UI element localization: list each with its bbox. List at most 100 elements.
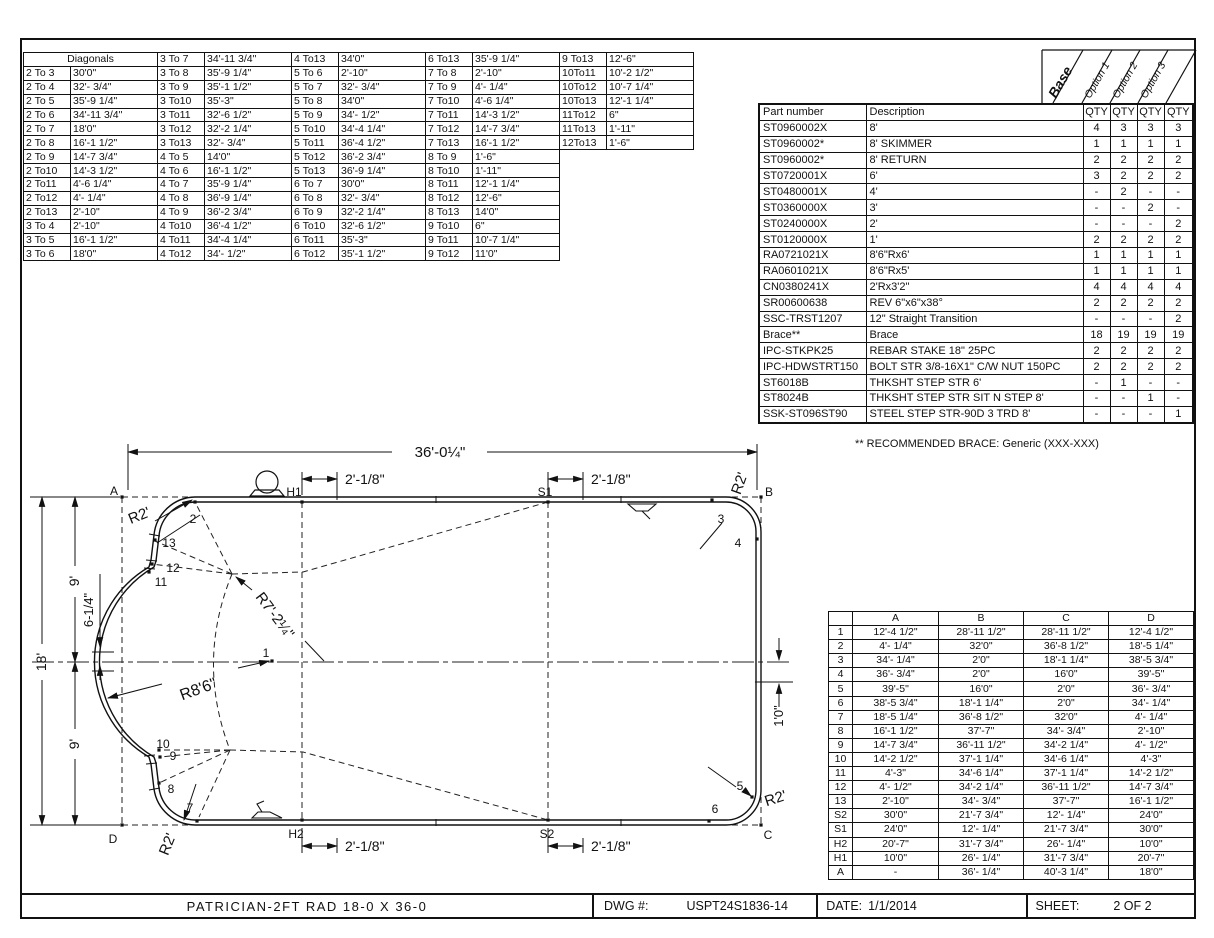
part-qty: - bbox=[1082, 310, 1111, 328]
coords-value: 30'0" bbox=[852, 808, 939, 824]
coords-value: 34'- 1/4" bbox=[1108, 695, 1194, 711]
col-description: Description bbox=[865, 103, 1084, 121]
coords-value: 24'0" bbox=[852, 822, 939, 838]
part-qty: 1 bbox=[1082, 135, 1111, 153]
part-description: 12" Straight Transition bbox=[865, 310, 1084, 328]
point-dot-S2 bbox=[546, 818, 550, 822]
diagonal-value: 16'-1 1/2" bbox=[472, 135, 560, 151]
part-number: ST0120000X bbox=[758, 231, 867, 249]
coords-value: 18'-5 1/4" bbox=[1108, 639, 1194, 655]
coords-value: 16'0" bbox=[1023, 667, 1109, 683]
diagonal-value: 14'-3 1/2" bbox=[70, 163, 158, 179]
part-qty: 1 bbox=[1163, 405, 1194, 424]
diagonal-key: 12To13 bbox=[559, 135, 607, 151]
diagonal-key: 7 To13 bbox=[425, 135, 473, 151]
point-label-10: 10 bbox=[156, 737, 170, 751]
part-number: RA0721021X bbox=[758, 247, 867, 264]
part-qty: 2 bbox=[1082, 294, 1111, 312]
point-label-4: 4 bbox=[735, 536, 742, 550]
point-dot-D bbox=[120, 823, 124, 827]
diagonal-key: 6 To 8 bbox=[291, 190, 339, 206]
coords-value: 18'-1 1/4" bbox=[1023, 653, 1109, 669]
part-qty: 2 bbox=[1109, 183, 1138, 201]
point-label-D: D bbox=[109, 832, 118, 846]
diagonal-key: 8 To11 bbox=[425, 177, 473, 192]
coords-value: 12'- 1/4" bbox=[1023, 808, 1109, 824]
dim-offset-s2: 2'-1/8" bbox=[591, 838, 631, 854]
dim-offset-h1: 2'-1/8" bbox=[345, 471, 385, 487]
coords-point-id: 8 bbox=[828, 723, 853, 739]
diagonal-value: 34'-11 3/4" bbox=[204, 52, 292, 67]
diagonal-key: 5 To 8 bbox=[291, 93, 339, 109]
coords-value: 4'-3" bbox=[1108, 751, 1194, 768]
coords-value: 36'- 3/4" bbox=[852, 667, 939, 683]
part-number: IPC-HDWSTRT150 bbox=[758, 358, 867, 376]
empty-cell bbox=[607, 164, 694, 178]
part-description: 8' SKIMMER bbox=[865, 135, 1084, 153]
empty-cell bbox=[560, 178, 607, 192]
part-qty: - bbox=[1163, 183, 1194, 201]
diagonal-key: 3 To 7 bbox=[157, 52, 205, 67]
diagonal-value: 14'-7 3/4" bbox=[472, 121, 560, 137]
part-qty: - bbox=[1109, 310, 1138, 328]
coords-point-id: 13 bbox=[828, 794, 853, 810]
point-label-3: 3 bbox=[718, 512, 725, 526]
diagonal-value: 35'-9 1/4" bbox=[70, 93, 158, 109]
part-qty: 1 bbox=[1082, 247, 1111, 264]
diagonal-key: 7 To 9 bbox=[425, 79, 473, 95]
diagonal-key: 3 To 9 bbox=[157, 79, 205, 95]
empty-cell bbox=[560, 233, 607, 247]
empty-cell bbox=[607, 247, 694, 261]
part-qty: 1 bbox=[1109, 262, 1138, 280]
part-qty: 2 bbox=[1082, 151, 1111, 169]
dim-offset-s1: 2'-1/8" bbox=[591, 471, 631, 487]
coords-value: 30'0" bbox=[1108, 822, 1194, 838]
part-qty: 4 bbox=[1163, 278, 1194, 296]
coords-value: 4'-3" bbox=[852, 766, 939, 782]
coords-point-id: 3 bbox=[828, 653, 853, 669]
diagonal-value: 32'-2 1/4" bbox=[204, 121, 292, 137]
part-qty: - bbox=[1136, 405, 1165, 424]
part-number: CN0380241X bbox=[758, 278, 867, 296]
diagonal-key: 2 To 8 bbox=[23, 135, 71, 151]
part-qty: 4 bbox=[1082, 278, 1111, 296]
diagonal-value: 34'-4 1/4" bbox=[204, 232, 292, 248]
point-dot-7 bbox=[195, 819, 199, 823]
diagonal-value: 1'-6" bbox=[606, 135, 694, 151]
part-description: 8'6"Rx5' bbox=[865, 262, 1084, 280]
coords-value: 34'- 1/4" bbox=[852, 653, 939, 669]
diagonal-value: 14'0" bbox=[472, 204, 560, 220]
part-qty: 2 bbox=[1082, 358, 1111, 376]
part-qty: - bbox=[1136, 215, 1165, 233]
col-base: Base bbox=[1045, 63, 1076, 100]
diagonal-value: 32'- 3/4" bbox=[338, 190, 426, 206]
diagonal-value: 10'-2 1/2" bbox=[606, 65, 694, 81]
diagonal-key: 9 To13 bbox=[559, 52, 607, 67]
part-qty: 2 bbox=[1136, 358, 1165, 376]
diagonal-value: 32'-6 1/2" bbox=[338, 218, 426, 234]
coords-point-id: 5 bbox=[828, 681, 853, 697]
point-dot-8 bbox=[157, 781, 161, 785]
part-description: REV 6"x6"x38° bbox=[865, 294, 1084, 312]
part-qty: 19 bbox=[1136, 326, 1165, 344]
part-description: 8' bbox=[865, 119, 1084, 137]
part-qty: 2 bbox=[1109, 231, 1138, 249]
radius-r2-bottom-left: R2' bbox=[156, 831, 180, 858]
pool-wall-outer bbox=[93, 496, 762, 826]
diagonal-value: 32'- 3/4" bbox=[204, 135, 292, 151]
empty-cell bbox=[607, 150, 694, 164]
parts-header-labels: Base Option 1 Option 2 Option 3 bbox=[1045, 60, 1169, 101]
point-dot-9 bbox=[158, 755, 162, 759]
diagonal-key: 9 To12 bbox=[425, 246, 473, 262]
diagonal-value: 34'-11 3/4" bbox=[70, 107, 158, 123]
part-qty: - bbox=[1109, 405, 1138, 424]
diagonal-key: 2 To11 bbox=[23, 177, 71, 192]
